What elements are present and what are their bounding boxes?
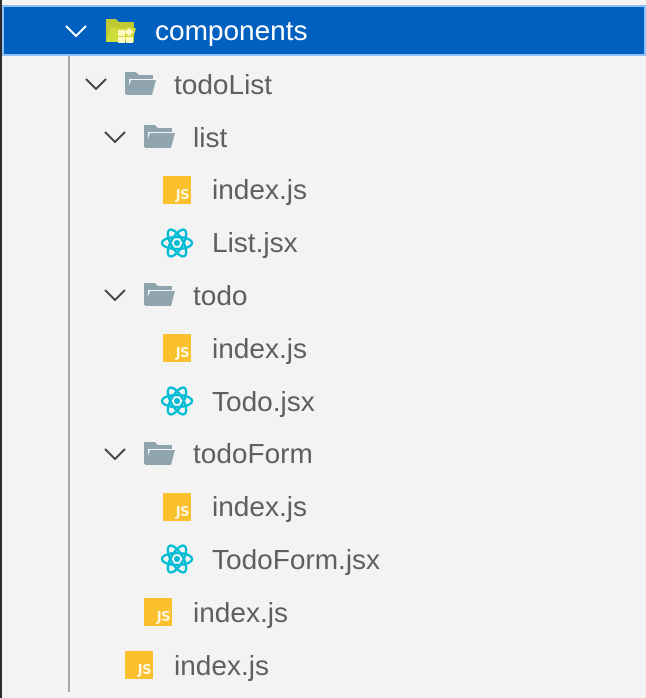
javascript-file-icon: JS [122,650,156,680]
chevron-down-icon[interactable] [103,125,127,149]
tree-item-label: index.js [212,491,307,523]
react-file-icon [160,386,194,416]
tree-item-label: List.jsx [212,227,298,259]
tree-item-label: todoList [174,68,273,100]
tree-item-label: index.js [193,596,288,628]
tree-item-label: index.js [212,332,307,364]
chevron-down-icon[interactable] [103,442,127,466]
components-folder-icon [104,16,138,46]
tree-item-label: TodoForm.jsx [212,543,381,575]
tree-item-list-jsx[interactable]: List.jsx [2,216,646,269]
chevron-down-icon[interactable] [84,72,108,96]
react-file-icon [160,544,194,574]
folder-open-icon [142,280,176,310]
folder-open-icon [142,122,176,152]
tree-item-list-index-js[interactable]: JS index.js [2,163,646,216]
folder-open-icon [142,439,176,469]
tree-item-todo-folder[interactable]: todo [2,269,646,322]
javascript-file-icon: JS [160,333,194,363]
javascript-file-icon: JS [160,175,194,205]
indent-guide [68,56,70,692]
tree-item-list-folder[interactable]: list [2,111,646,164]
tree-item-components-folder[interactable]: components [2,5,646,56]
tree-item-label: components [155,15,308,46]
tree-item-todoform-index-js[interactable]: JS index.js [2,480,646,533]
tree-item-label: Todo.jsx [212,385,315,417]
tree-item-todolist-folder[interactable]: todoList [2,58,646,111]
tree-item-label: index.js [212,174,307,206]
javascript-file-icon: JS [160,492,194,522]
tree-item-label: todo [193,279,248,311]
file-explorer-tree: components todoList list [2,5,646,691]
tree-item-components-index-js[interactable]: JS index.js [2,639,646,692]
tree-item-todolist-index-js[interactable]: JS index.js [2,586,646,639]
react-file-icon [160,228,194,258]
tree-item-label: index.js [174,649,269,681]
folder-open-icon [123,69,157,99]
panel-left-border [0,0,2,698]
chevron-down-icon[interactable] [103,283,127,307]
tree-item-todo-index-js[interactable]: JS index.js [2,322,646,375]
javascript-file-icon: JS [141,597,175,627]
tree-item-todoform-folder[interactable]: todoForm [2,427,646,480]
tree-item-label: list [193,121,228,153]
tree-item-todo-jsx[interactable]: Todo.jsx [2,375,646,428]
chevron-down-icon[interactable] [64,19,88,43]
tree-item-todoform-jsx[interactable]: TodoForm.jsx [2,533,646,586]
tree-item-label: todoForm [193,438,313,470]
